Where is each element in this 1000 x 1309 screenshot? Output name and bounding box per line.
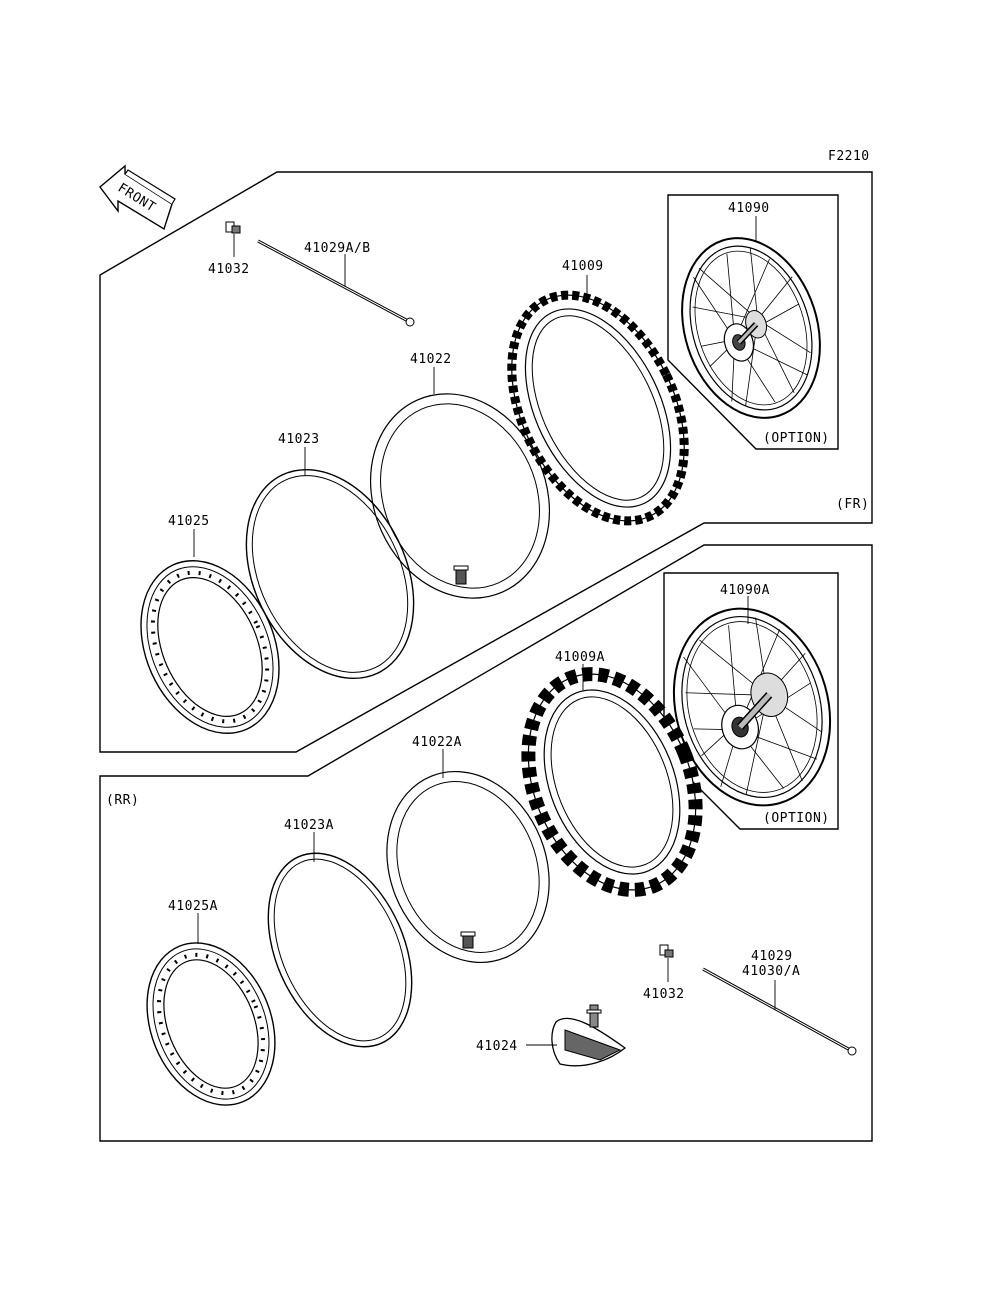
front-spoke (257, 239, 415, 327)
front-tube-valve (453, 565, 469, 585)
front-wheel (681, 216, 821, 419)
figure-code: F2210 (828, 149, 870, 164)
rear-spoke (702, 967, 857, 1056)
rear-valve-cap (659, 944, 674, 982)
front-section: (OPTION) (FR) 41032 41029A/B 41009 (99, 171, 873, 753)
front-valve-cap (225, 221, 241, 257)
rear-spoke-label-a: 41029 (751, 949, 793, 964)
rear-rim-lock-label: 41024 (476, 1039, 518, 1054)
front-section-outline (99, 171, 873, 753)
front-rim-band-label: 41023 (278, 432, 320, 447)
rear-wheel (672, 596, 832, 807)
front-valve-cap-label: 41032 (208, 262, 250, 277)
rear-tube-valve (460, 931, 476, 949)
front-wheel-label: 41090 (728, 201, 770, 216)
front-tire (507, 290, 689, 526)
front-rim (140, 560, 280, 734)
front-option-note: (OPTION) (763, 431, 830, 446)
front-tube-label: 41022 (410, 352, 452, 367)
front-spoke-label: 41029A/B (304, 241, 371, 256)
front-arrow-icon: FRONT (99, 164, 176, 231)
front-section-tag: (FR) (836, 497, 869, 512)
rear-rim-label: 41025A (168, 899, 218, 914)
rear-tire (521, 667, 703, 897)
rear-wheel-label: 41090A (720, 583, 770, 598)
rear-tube (386, 770, 550, 964)
rear-section-outline (99, 544, 873, 1142)
rear-rim-band (267, 852, 413, 1048)
rear-section-tag: (RR) (106, 793, 139, 808)
rear-rim-lock (526, 1004, 627, 1067)
front-rim-label: 41025 (168, 514, 210, 529)
rear-rim-band-label: 41023A (284, 818, 334, 833)
rear-rim (146, 942, 276, 1106)
rear-valve-cap-label: 41032 (643, 987, 685, 1002)
front-tire-label: 41009 (562, 259, 604, 274)
front-option-box (667, 194, 839, 450)
rear-tire-label: 41009A (555, 650, 605, 665)
rear-tube-label: 41022A (412, 735, 462, 750)
rear-section: (OPTION) (RR) (99, 544, 873, 1142)
rear-option-note: (OPTION) (763, 811, 830, 826)
rear-spoke-label-b: 41030/A (742, 964, 800, 979)
